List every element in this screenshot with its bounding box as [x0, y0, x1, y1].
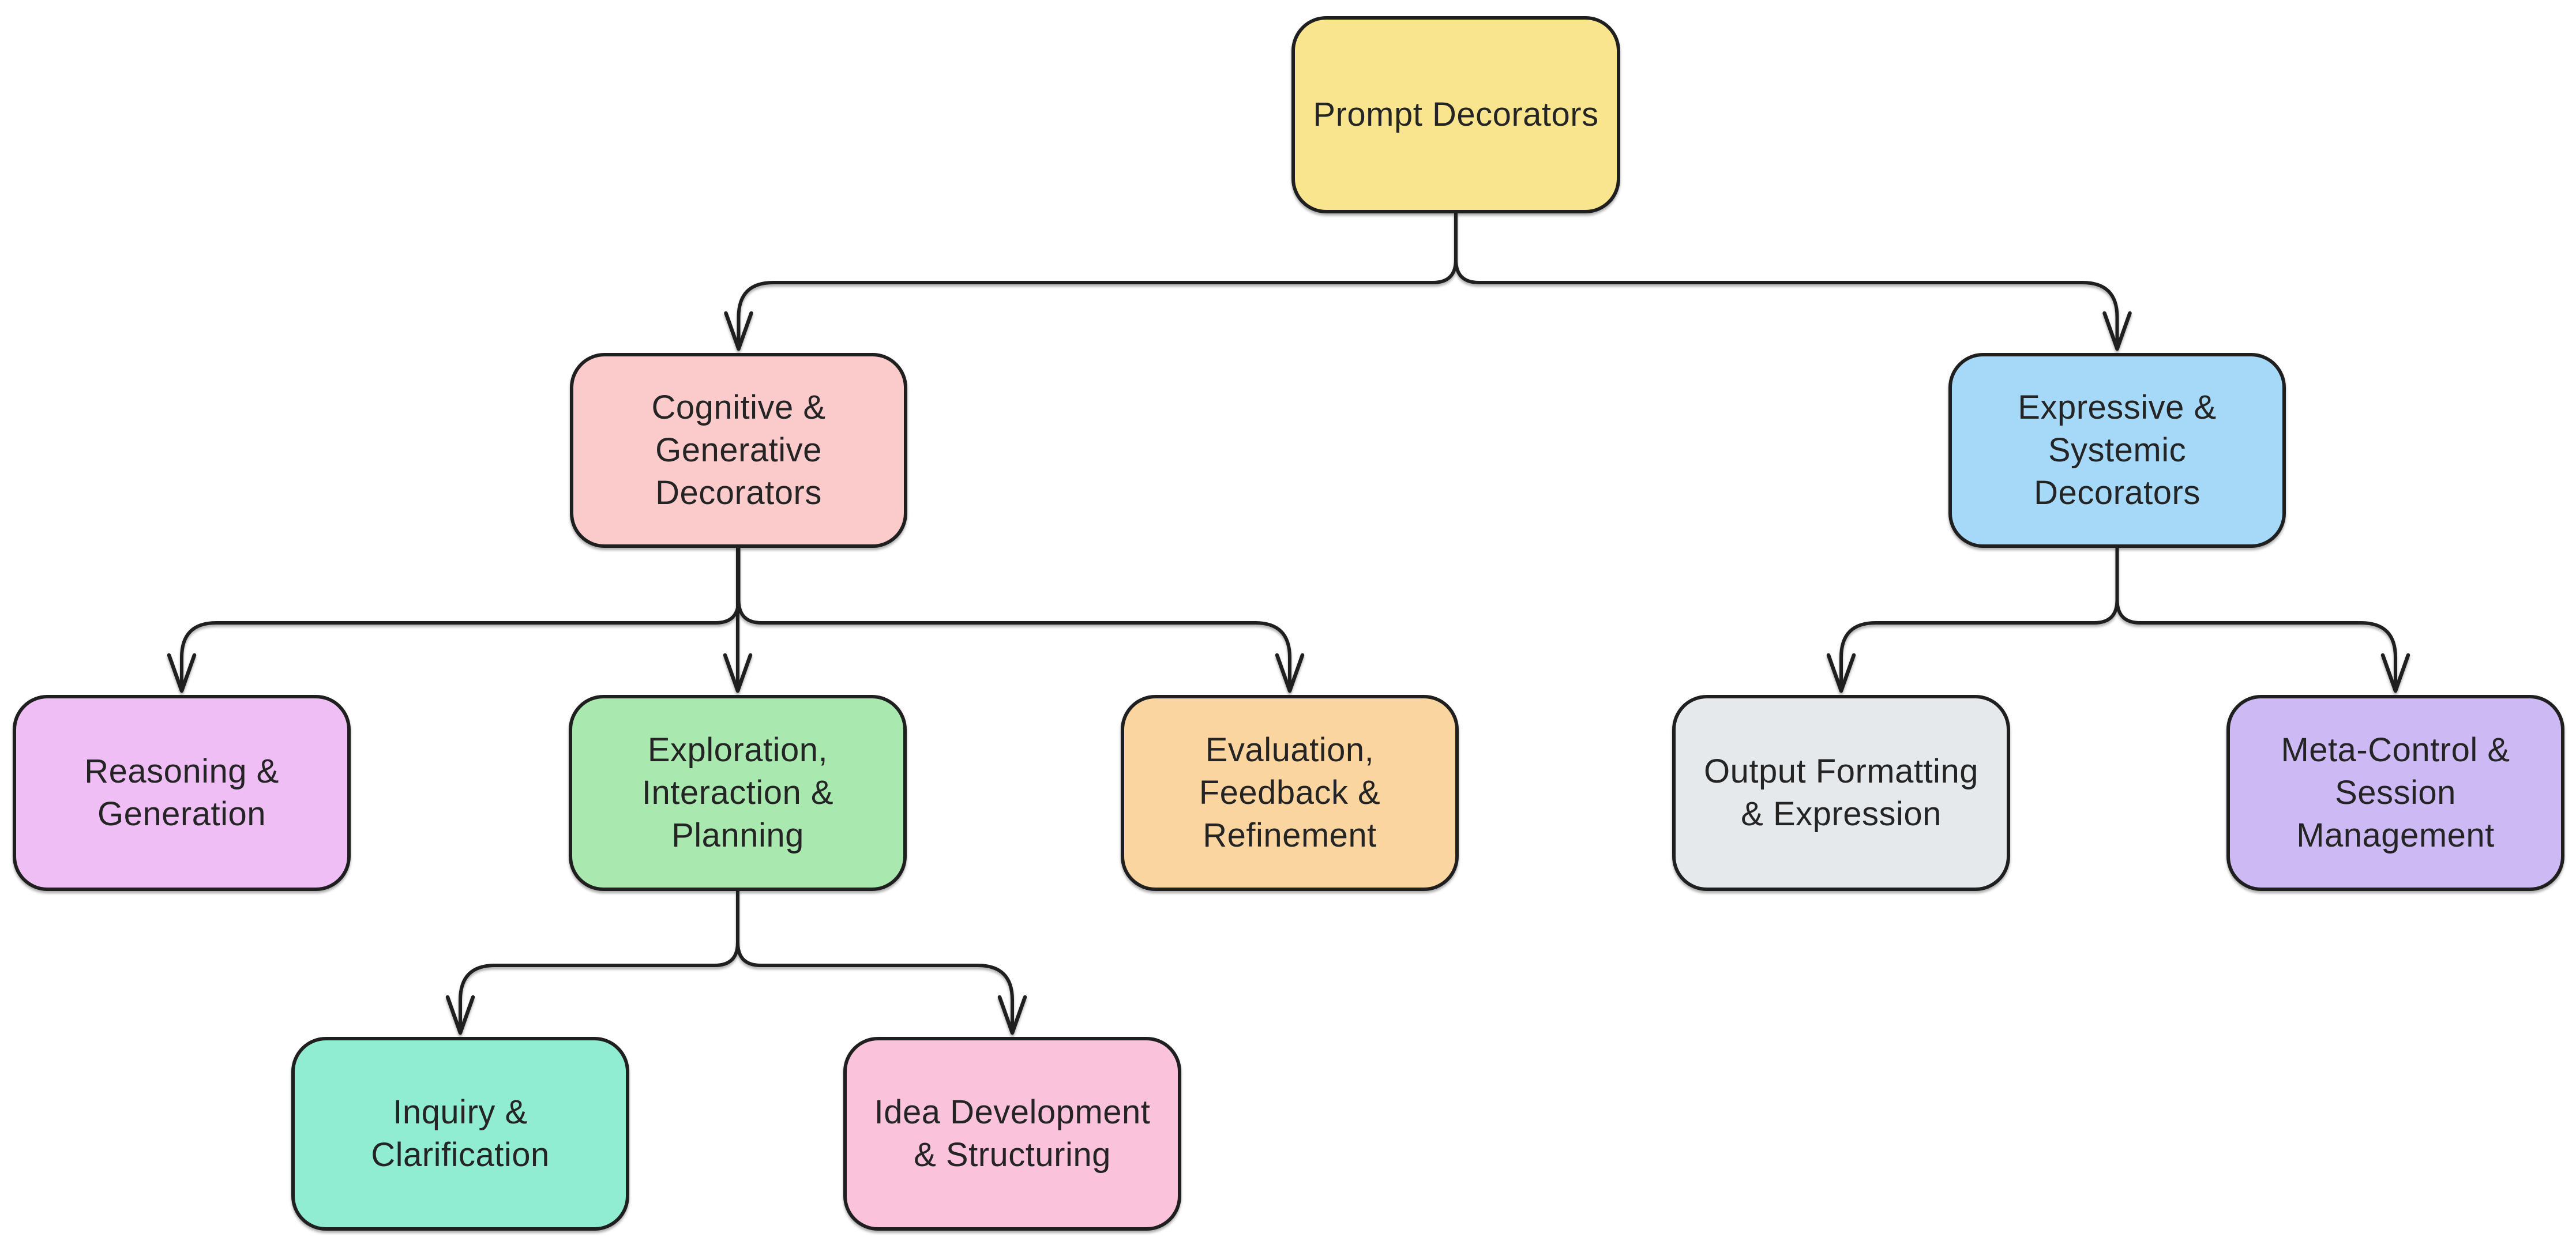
flowchart-node-idea: Idea Development & Structuring [843, 1037, 1181, 1231]
node-label-line: Decorators [2034, 474, 2201, 512]
node-label-root: Prompt Decorators [1305, 93, 1606, 136]
node-label-line: Clarification [371, 1136, 550, 1174]
node-label-line: Generative [655, 431, 822, 469]
node-label-line: Interaction & [641, 774, 834, 811]
arrowhead-icon [2380, 653, 2410, 693]
edge-root-to-expressive [1454, 212, 2119, 351]
edge-exploration-to-inquiry [459, 889, 739, 1035]
node-label-line: & Structuring [914, 1136, 1111, 1174]
node-label-reasoning: Reasoning & Generation [76, 750, 287, 836]
arrowhead-icon [1275, 653, 1305, 693]
flowchart-node-reasoning: Reasoning & Generation [13, 695, 351, 891]
node-label-idea: Idea Development & Structuring [866, 1091, 1159, 1176]
node-label-line: Session [2335, 774, 2456, 811]
node-label-line: Inquiry & [393, 1093, 528, 1131]
node-label-output: Output Formatting & Expression [1696, 750, 1987, 836]
node-label-line: Systemic [2048, 431, 2187, 469]
node-label-line: Prompt Decorators [1313, 96, 1599, 133]
edge-expressive-to-meta [2115, 546, 2397, 693]
flowchart-node-evaluation: Evaluation, Feedback & Refinement [1121, 695, 1459, 891]
edge-expressive-to-output [1839, 546, 2119, 693]
flowchart-node-root: Prompt Decorators [1291, 16, 1620, 213]
node-label-line: Meta-Control & [2281, 731, 2510, 769]
node-label-line: Output Formatting [1704, 753, 1978, 790]
node-label-inquiry: Inquiry & Clarification [363, 1091, 558, 1176]
node-label-line: Exploration, [647, 731, 828, 769]
arrowhead-icon [445, 995, 475, 1035]
arrowhead-icon [997, 995, 1027, 1035]
edge-cognitive-to-evaluation [737, 546, 1291, 693]
node-label-evaluation: Evaluation, Feedback & Refinement [1191, 729, 1389, 857]
edge-exploration-to-idea [736, 889, 1014, 1035]
node-label-line: Reasoning & [84, 753, 279, 790]
arrowhead-icon [2102, 311, 2132, 351]
edge-root-to-cognitive [737, 212, 1458, 351]
node-label-exploration: Exploration, Interaction & Planning [634, 729, 842, 857]
arrowhead-icon [723, 653, 753, 693]
edge-cognitive-to-reasoning [180, 546, 741, 693]
arrowhead-icon [167, 653, 197, 693]
arrowhead-icon [1826, 653, 1856, 693]
flowchart-node-output: Output Formatting & Expression [1672, 695, 2010, 891]
node-label-line: Refinement [1203, 817, 1377, 854]
node-label-line: Decorators [655, 474, 822, 512]
node-label-line: & Expression [1741, 795, 1942, 833]
node-label-line: Evaluation, [1205, 731, 1375, 769]
node-label-line: Management [2296, 817, 2495, 854]
node-label-line: Feedback & [1199, 774, 1381, 811]
node-label-line: Cognitive & [651, 389, 826, 426]
node-label-line: Expressive & [2018, 389, 2217, 426]
flowchart-node-inquiry: Inquiry & Clarification [291, 1037, 629, 1231]
node-label-line: Generation [97, 795, 266, 833]
node-label-line: Idea Development [874, 1093, 1151, 1131]
flowchart-node-exploration: Exploration, Interaction & Planning [569, 695, 907, 891]
arrowhead-icon [724, 311, 753, 351]
node-label-line: Planning [671, 817, 804, 854]
